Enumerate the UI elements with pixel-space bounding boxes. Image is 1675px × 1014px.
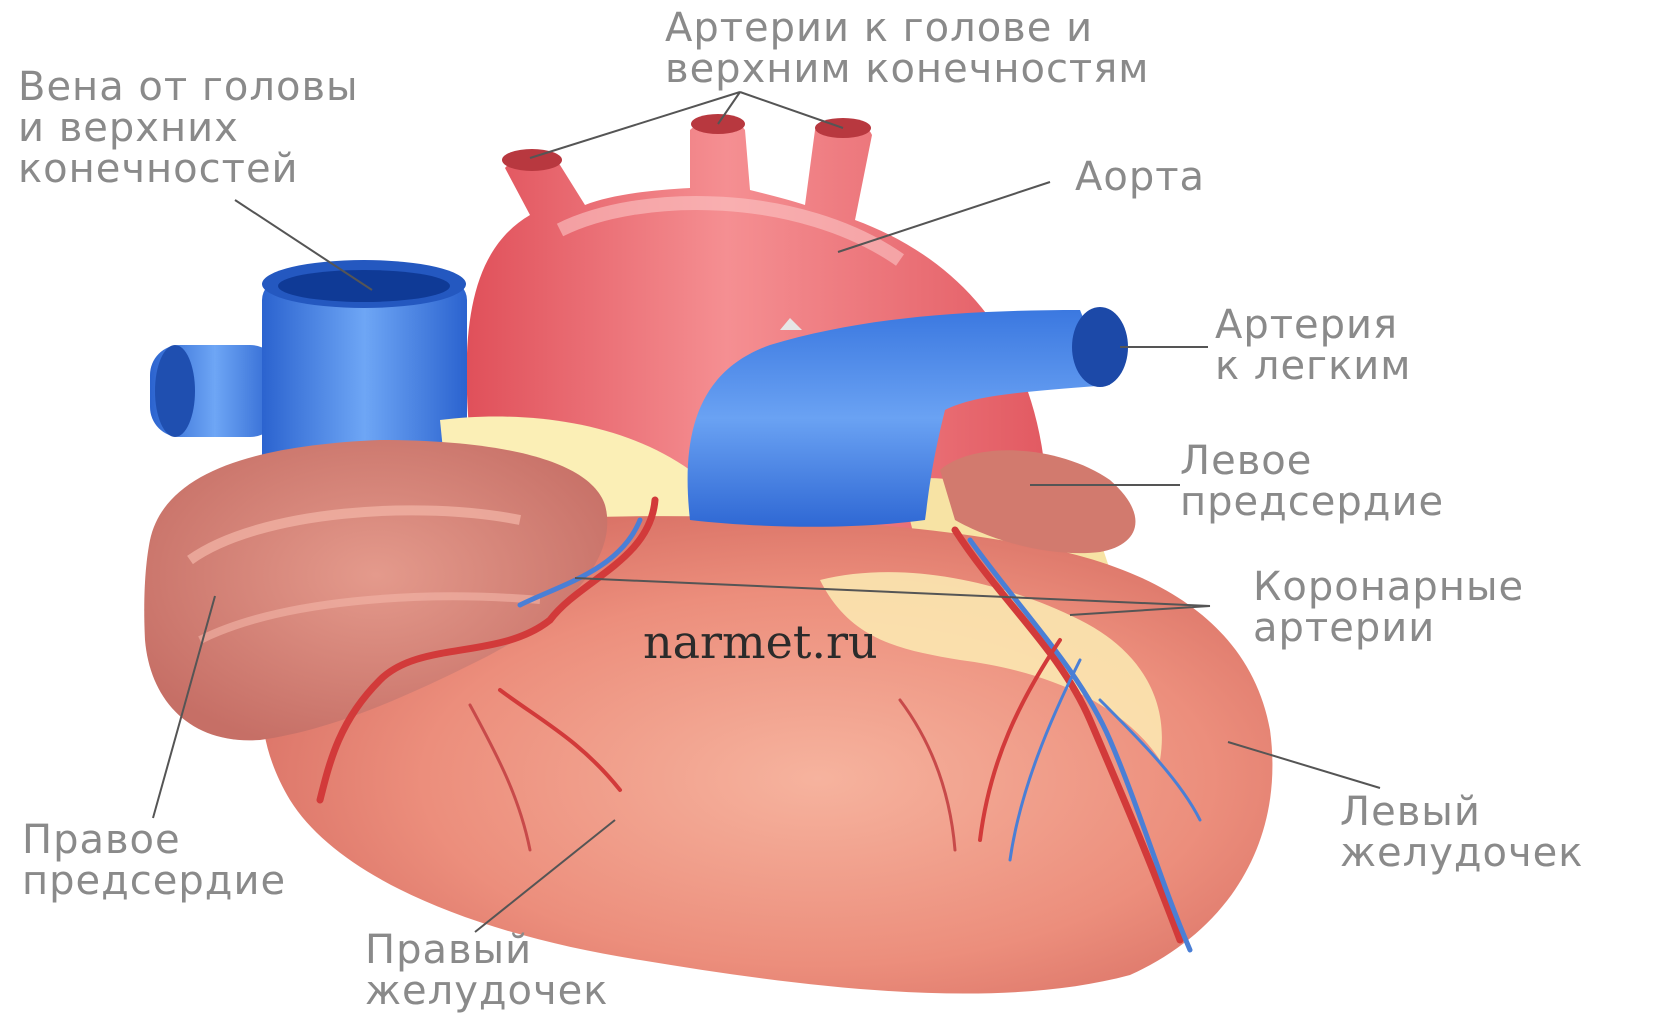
label-vein-head: Вена от головы и верхних конечностей xyxy=(18,67,359,190)
label-right-atrium: Правое предсердие xyxy=(22,820,286,902)
label-arteries-head: Артерии к голове и верхним конечностям xyxy=(665,8,1149,90)
label-aorta: Аорта xyxy=(1075,157,1205,198)
label-pulmonary-artery: Артерия к легким xyxy=(1215,305,1411,387)
label-right-ventricle: Правый желудочек xyxy=(365,930,608,1012)
label-left-atrium: Левое предсердие xyxy=(1180,441,1444,523)
label-left-ventricle: Левый желудочек xyxy=(1340,792,1583,874)
label-coronary-arteries: Коронарные артерии xyxy=(1253,567,1524,649)
watermark: narmet.ru xyxy=(643,617,878,667)
